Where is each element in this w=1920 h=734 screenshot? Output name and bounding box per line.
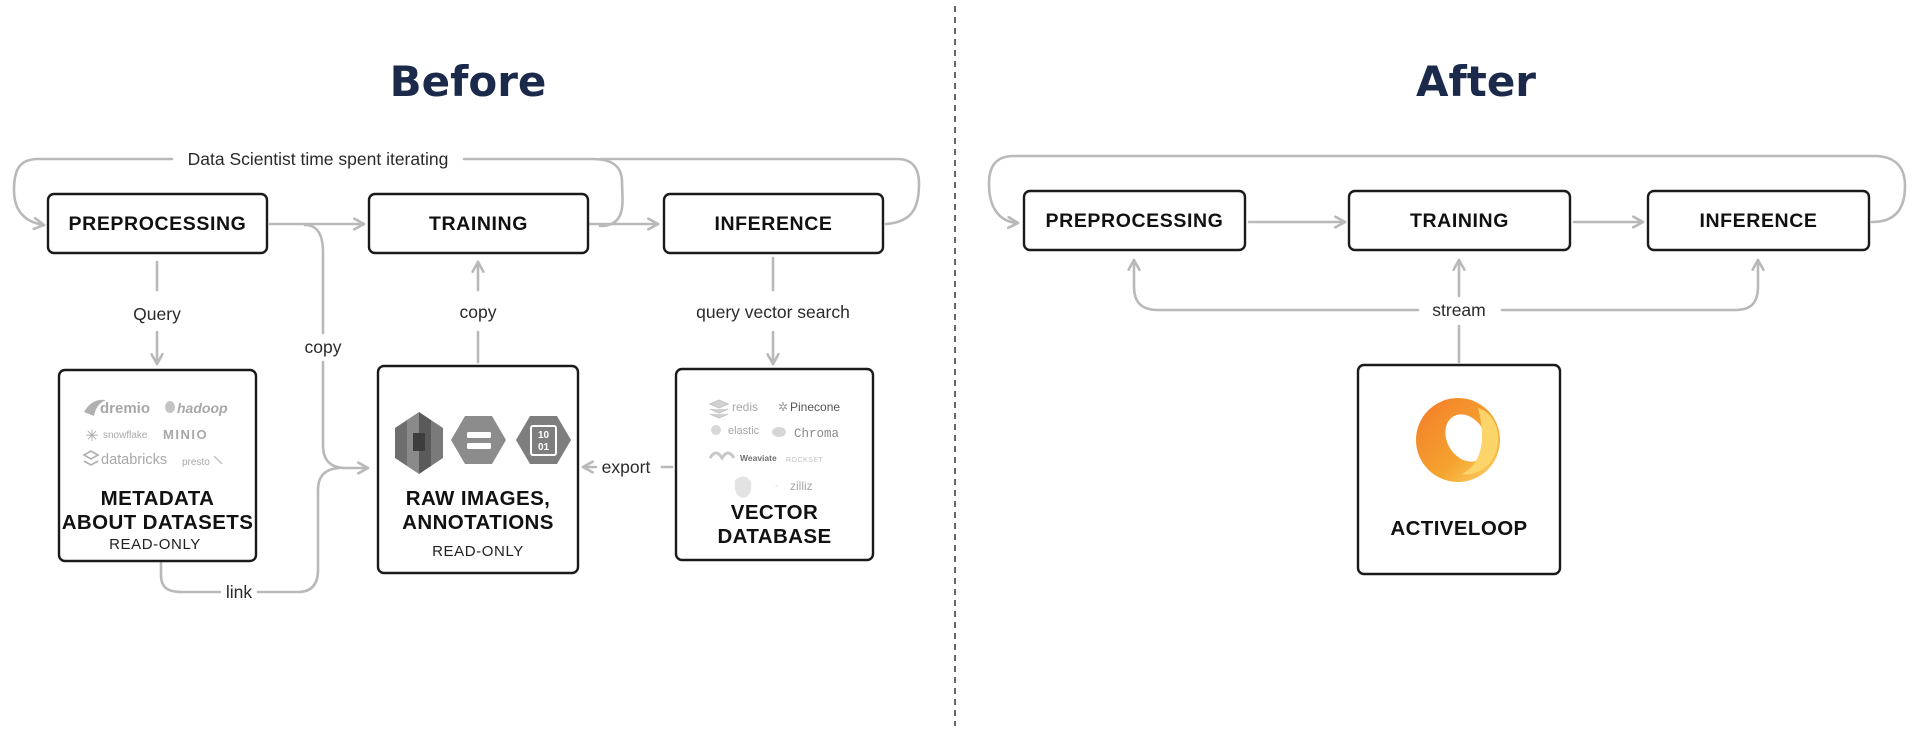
link-label: link [226,582,253,602]
svg-text:redis: redis [732,400,758,414]
activeloop-node: ACTIVELOOP [1356,363,1562,576]
vector-label-line2: DATABASE [717,525,831,548]
after-inference-label: INFERENCE [1699,210,1817,232]
s3-bucket-icon [395,412,443,474]
elastic-logo: elastic [711,425,760,437]
svg-text:Weaviate: Weaviate [740,453,777,463]
copy-left-label: copy [305,337,342,357]
weaviate-logo: Weaviate [708,451,777,463]
svg-text:Chroma: Chroma [794,427,840,441]
before-title: Before [390,57,547,106]
after-inference-node: INFERENCE [1646,189,1871,252]
stream-to-inference-edge [1500,258,1758,312]
before-preprocessing-node: PREPROCESSING [46,192,269,255]
copy-to-raw-edge [303,223,368,468]
vector-database-logos: redis ✲ Pinecone elastic Chroma Weaviate… [708,399,840,498]
binary-file-icon: 10 01 [516,416,571,464]
before-inference-label: INFERENCE [714,213,832,235]
minio-logo: MINIO [163,427,208,442]
after-training-label: TRAINING [1410,210,1509,232]
svg-text:zilliz: zilliz [790,479,813,493]
svg-text:snowflake: snowflake [103,430,148,441]
metadata-node: dremio hadoop ✳ snowflake MINIO databric… [57,368,258,563]
binary-text-2: 01 [538,442,550,453]
raw-label-line2: ANNOTATIONS [402,511,554,534]
chroma-logo: Chroma [772,427,840,441]
svg-text:elastic: elastic [728,425,760,437]
after-preprocessing-label: PREPROCESSING [1046,210,1224,232]
hadoop-logo: hadoop [165,400,228,416]
svg-text:hadoop: hadoop [177,400,228,416]
metadata-label-line1: METADATA [101,487,215,510]
snowflake-logo: ✳ snowflake [85,428,148,445]
query-label: Query [133,304,181,324]
iterating-loop-right-edge [598,157,921,226]
presto-logo: presto [182,455,223,468]
zilliz-logo: ◦ zilliz [734,476,813,498]
svg-text:◦: ◦ [775,481,779,492]
svg-text:databricks: databricks [101,452,167,468]
after-preprocessing-node: PREPROCESSING [1022,189,1247,252]
svg-text:dremio: dremio [100,400,150,417]
before-preprocessing-label: PREPROCESSING [69,213,247,235]
after-training-node: TRAINING [1347,189,1572,252]
metadata-logos: dremio hadoop ✳ snowflake MINIO databric… [82,399,228,468]
metadata-label-line2: ABOUT DATASETS [62,511,254,534]
raw-readonly-label: READ-ONLY [432,543,524,560]
raw-label-line1: RAW IMAGES, [406,487,551,510]
before-training-label: TRAINING [429,213,528,235]
link-edge [159,466,341,594]
metadata-readonly-label: READ-ONLY [109,536,201,553]
before-inference-node: INFERENCE [662,192,885,255]
before-training-node: TRAINING [367,192,590,255]
svg-text:presto: presto [182,457,210,468]
vector-label-line1: VECTOR [731,501,818,524]
activeloop-logo-icon [1416,398,1500,482]
after-iterating-loop-edge [987,154,1907,223]
svg-text:✳: ✳ [85,428,98,445]
rockset-logo: ROCKSET [786,457,824,464]
iterating-loop-label: Data Scientist time spent iterating [188,149,449,169]
after-title: After [1416,57,1536,106]
vector-database-node: redis ✲ Pinecone elastic Chroma Weaviate… [674,367,875,562]
svg-text:✲: ✲ [778,400,788,414]
dremio-logo: dremio [84,399,150,417]
redis-logo: redis [708,399,758,419]
binary-text-1: 10 [538,430,550,441]
stream-label: stream [1432,300,1485,320]
stream-to-preprocessing-edge [1134,258,1420,312]
export-label: export [602,457,651,477]
storage-server-icon [451,416,506,464]
copy-up-label: copy [460,302,497,322]
raw-images-node: 10 01 RAW IMAGES, ANNOTATIONS READ-ONLY [376,364,580,575]
query-vector-label: query vector search [696,302,850,322]
pinecone-logo: ✲ Pinecone [778,400,840,414]
activeloop-label: ACTIVELOOP [1390,517,1527,540]
svg-text:Pinecone: Pinecone [790,400,840,414]
databricks-logo: databricks [82,450,167,468]
